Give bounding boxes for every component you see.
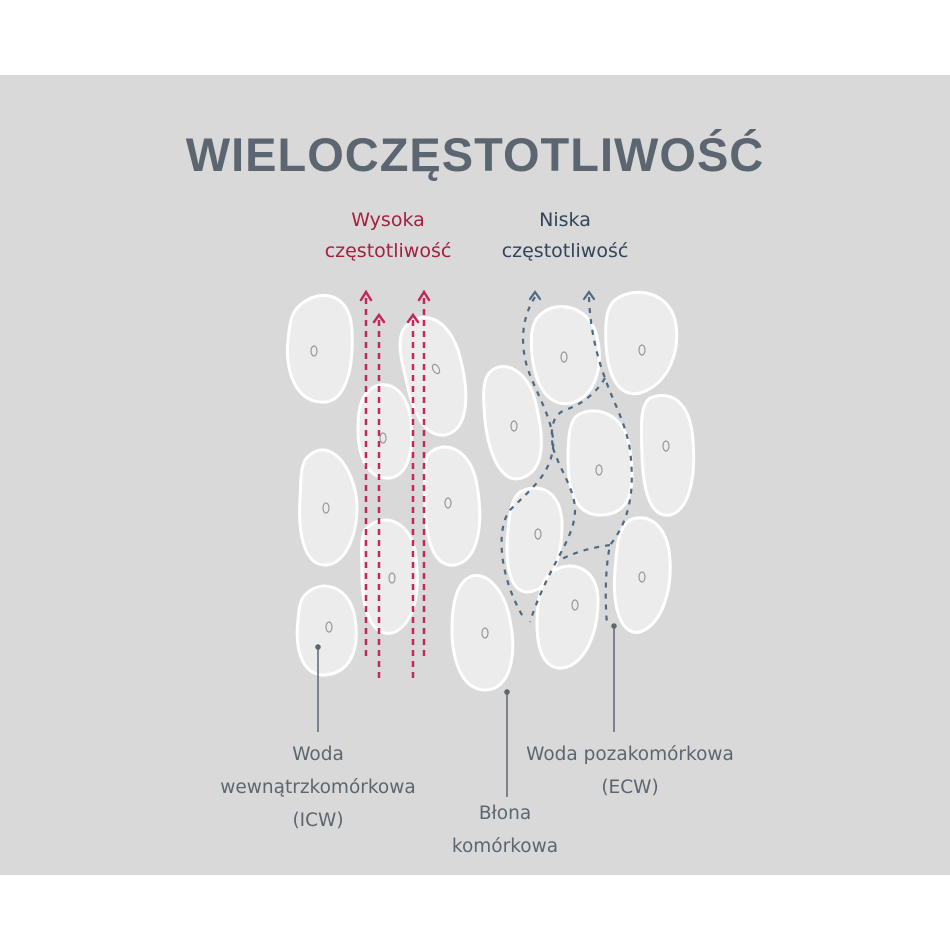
cell-icon xyxy=(639,393,696,517)
callout-cell-membrane: Błona komórkowa xyxy=(430,797,580,863)
high-frequency-paths xyxy=(364,298,426,678)
callout-icw-line2: wewnątrzkomórkowa xyxy=(220,777,416,798)
nucleus-icon xyxy=(638,571,646,583)
cell-icon xyxy=(360,518,419,635)
nucleus-icon xyxy=(431,363,441,375)
callout-intracellular-water: Woda wewnątrzkomórkowa (ICW) xyxy=(198,738,438,837)
callout-membrane-line1: Błona xyxy=(478,803,532,824)
low-frequency-paths xyxy=(500,296,633,626)
cell-icon xyxy=(566,409,634,517)
nucleus-icon xyxy=(388,572,396,584)
nucleus-icon xyxy=(595,464,603,476)
cell-icon xyxy=(612,516,672,634)
callout-icw-line1: Woda xyxy=(292,744,344,765)
cell-icon xyxy=(295,584,358,677)
nucleus-icon xyxy=(310,345,318,357)
high-frequency-label-line1: Wysoka xyxy=(351,209,425,231)
callout-ecw-line1: Woda pozakomórkowa xyxy=(526,744,734,765)
callout-membrane-line2: komórkowa xyxy=(451,836,559,857)
nucleus-icon xyxy=(379,432,387,444)
cell-icon xyxy=(604,290,679,396)
arrow-up-icon xyxy=(359,289,431,324)
nucleus-icon xyxy=(510,420,518,432)
callout-icw-line3: (ICW) xyxy=(292,810,344,831)
cell-icon xyxy=(298,448,359,567)
cell-icon xyxy=(398,315,468,437)
cell-icon xyxy=(505,486,564,594)
cell-icon xyxy=(356,383,414,480)
high-frequency-label: Wysoka częstotliwość xyxy=(308,205,468,267)
nucleus-icon xyxy=(638,344,646,356)
arrow-up-icon xyxy=(528,290,596,301)
nucleus-icon xyxy=(662,440,670,452)
low-frequency-label-line1: Niska xyxy=(539,209,591,231)
nucleus-icon xyxy=(325,621,333,633)
callout-leaders xyxy=(315,623,617,797)
cells xyxy=(285,290,696,692)
cell-icon xyxy=(285,294,354,404)
cell-icon xyxy=(535,564,600,670)
cell-icon xyxy=(529,305,601,406)
cell-icon xyxy=(450,574,515,692)
callout-ecw-line2: (ECW) xyxy=(601,777,659,798)
low-frequency-label-line2: częstotliwość xyxy=(501,240,629,262)
nucleus-icon xyxy=(322,502,330,514)
nucleus-icon xyxy=(444,497,452,509)
callout-extracellular-water: Woda pozakomórkowa (ECW) xyxy=(505,738,755,804)
low-frequency-label: Niska częstotliwość xyxy=(485,205,645,267)
nucleus-icon xyxy=(481,627,489,639)
nucleus-icon xyxy=(571,599,579,611)
cell-icon xyxy=(482,365,543,481)
page-title: WIELOCZĘSTOTLIWOŚĆ xyxy=(185,128,765,181)
nucleus-icon xyxy=(534,528,542,540)
nucleus-icon xyxy=(560,351,568,363)
cell-icon xyxy=(423,445,482,567)
high-frequency-label-line2: częstotliwość xyxy=(324,240,452,262)
